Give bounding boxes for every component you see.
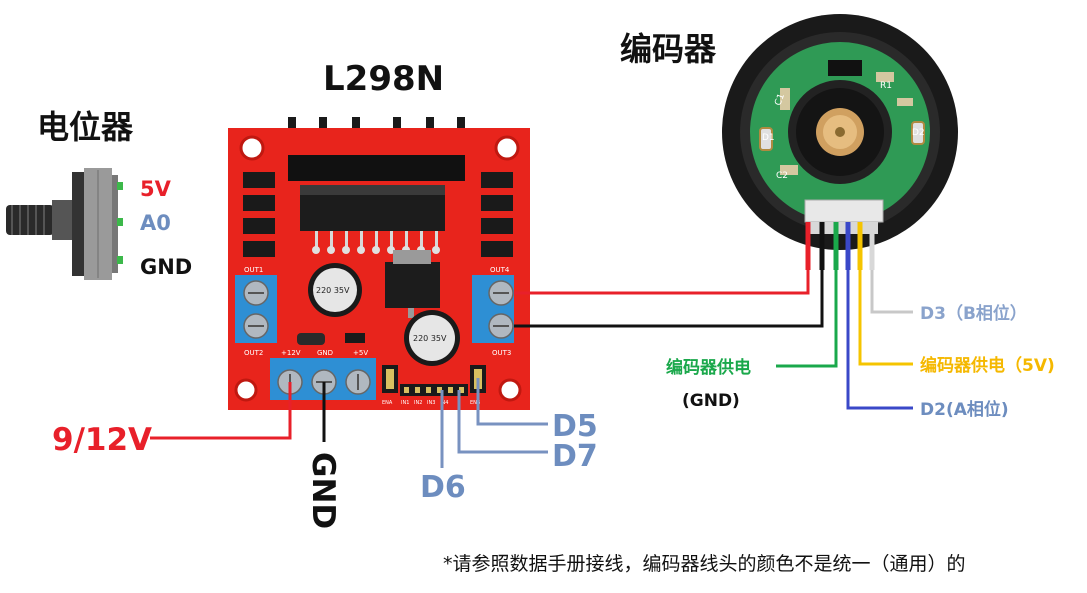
- pot-pin-5v: 5V: [140, 177, 172, 201]
- wire-supply: [150, 382, 292, 440]
- board-enb: ENB: [470, 400, 481, 406]
- label-d5: D5: [552, 409, 598, 444]
- potentiometer-title: 电位器: [37, 108, 134, 146]
- pot-pin-gnd: GND: [140, 255, 192, 279]
- encoder-title: 编码器: [620, 30, 717, 68]
- wire-enc-green: [776, 270, 838, 368]
- enc-c1: C1: [773, 92, 787, 107]
- label-ground: GND: [305, 452, 341, 529]
- wire-motor-black: [514, 250, 824, 328]
- board-cap1: 220 35V: [316, 286, 350, 295]
- wire-enc-yellow: [858, 270, 913, 366]
- l298n-board: OUT1 OUT4 220 35V 220 35V OUT2 OUT3 +12: [228, 117, 530, 410]
- label-enc-power-gnd: 编码器供电: [666, 357, 751, 378]
- enc-r1: R1: [880, 81, 892, 91]
- encoder: C1 C2 R1 D1 D2: [722, 14, 958, 250]
- board-in4: IN4: [440, 400, 448, 406]
- board-12v: +12V: [281, 349, 301, 357]
- board-out4: OUT4: [490, 266, 510, 274]
- enc-d1: D1: [762, 133, 775, 143]
- board-out3: OUT3: [492, 349, 511, 357]
- enc-d2: D2: [912, 128, 925, 138]
- board-in3: IN3: [427, 400, 435, 406]
- wire-enc-white: [870, 270, 913, 314]
- label-d7: D7: [552, 439, 598, 474]
- pot-pin-a0: A0: [140, 211, 171, 235]
- label-d6: D6: [420, 470, 466, 505]
- potentiometer: [6, 168, 123, 280]
- wire-motor-red: [514, 250, 810, 295]
- board-out1: OUT1: [244, 266, 263, 274]
- board-out2: OUT2: [244, 349, 263, 357]
- board-cap2: 220 35V: [413, 334, 447, 343]
- driver-title: L298N: [323, 59, 444, 99]
- board-5v: +5V: [353, 349, 368, 357]
- wire-d7: [457, 390, 548, 454]
- board-ena: ENA: [382, 400, 393, 406]
- board-in2: IN2: [414, 400, 422, 406]
- board-in1: IN1: [401, 400, 409, 406]
- enc-c2: C2: [776, 171, 788, 181]
- board-gnd: GND: [317, 349, 333, 357]
- label-supply: 9/12V: [52, 422, 152, 458]
- label-b-phase: D3（B相位）: [920, 303, 1027, 324]
- wire-enc-blue: [846, 270, 913, 410]
- wire-d5: [476, 378, 548, 426]
- footnote: *请参照数据手册接线，编码器线头的颜色不是统一（通用）的: [443, 553, 966, 575]
- label-enc-gnd: (GND): [682, 391, 740, 411]
- label-enc-power-5v: 编码器供电（5V): [920, 355, 1055, 376]
- label-a-phase: D2(A相位): [920, 399, 1009, 420]
